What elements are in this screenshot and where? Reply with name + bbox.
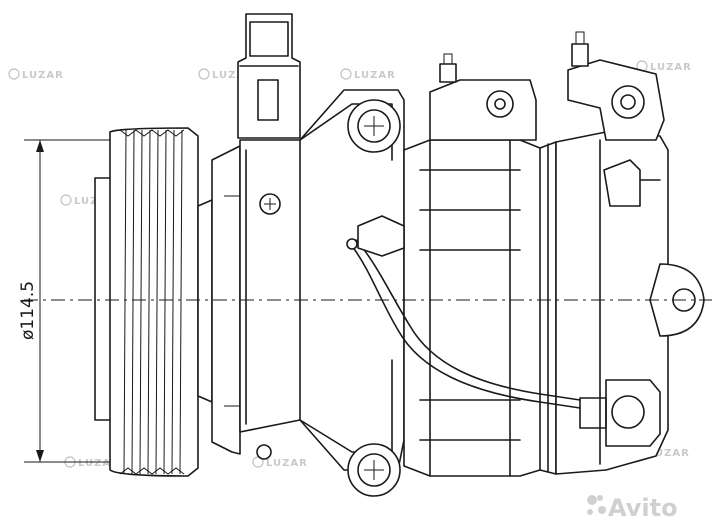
watermark: LUZAR xyxy=(198,68,254,81)
svg-text:Avito: Avito xyxy=(608,494,678,522)
svg-text:LUZAR: LUZAR xyxy=(78,458,120,469)
svg-text:LUZAR: LUZAR xyxy=(354,70,396,81)
watermark: LUZAR xyxy=(252,456,308,469)
svg-text:LUZAR: LUZAR xyxy=(648,448,690,459)
svg-text:LUZAR: LUZAR xyxy=(212,70,254,81)
wire-harness xyxy=(346,215,581,409)
corner-badge: Avito xyxy=(587,494,678,522)
sensor-connector xyxy=(579,379,661,447)
diameter-dimension: ø114.5 xyxy=(18,139,120,463)
discharge-port xyxy=(567,31,665,141)
watermark: LUZAR xyxy=(340,68,396,81)
compressor-body xyxy=(403,139,557,477)
diameter-label: ø114.5 xyxy=(18,281,38,340)
upper-mount-boss xyxy=(347,99,401,153)
clutch-connector xyxy=(237,13,301,139)
pulley-grooves xyxy=(119,129,185,475)
svg-text:LUZAR: LUZAR xyxy=(266,458,308,469)
watermark: LUZAR xyxy=(8,68,64,81)
svg-text:LUZAR: LUZAR xyxy=(650,62,692,73)
pulley xyxy=(94,127,213,477)
lower-mount-boss xyxy=(347,443,401,497)
front-housing xyxy=(239,89,405,471)
svg-text:LUZAR: LUZAR xyxy=(22,70,64,81)
suction-port xyxy=(429,53,537,141)
